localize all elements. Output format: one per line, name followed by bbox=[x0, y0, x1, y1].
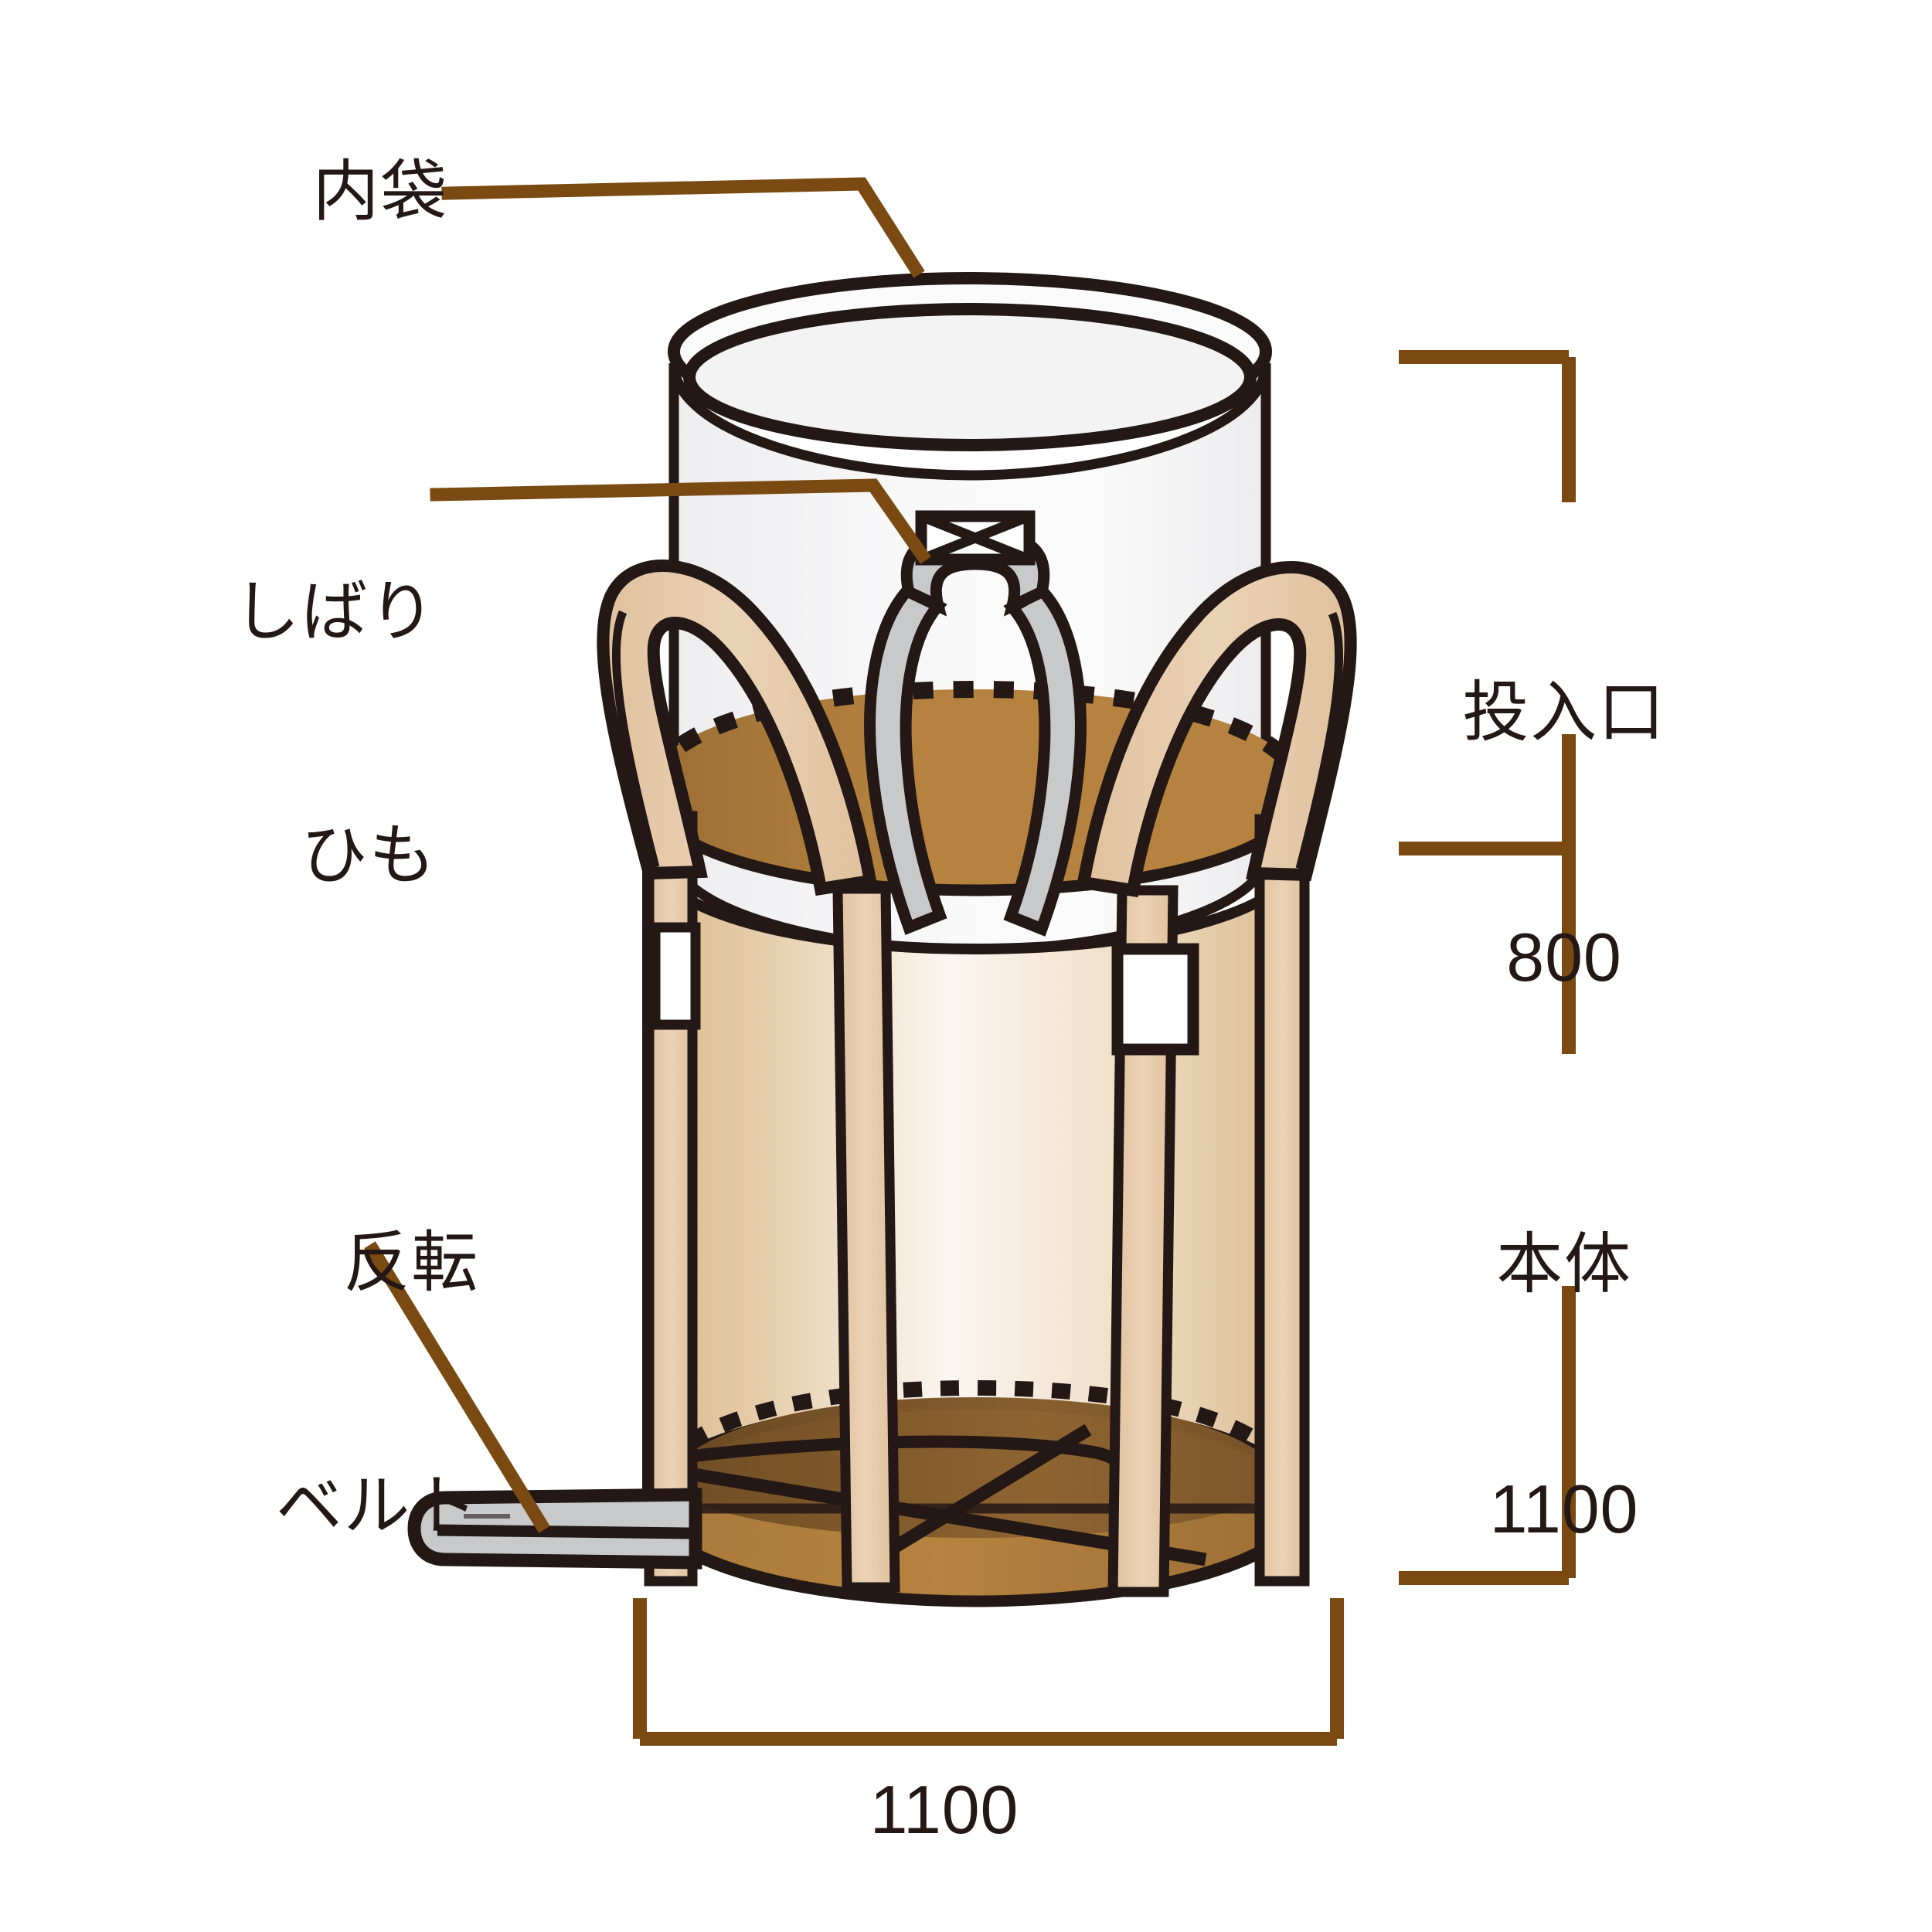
dimension-label-body-name: 本体 bbox=[1496, 1226, 1632, 1301]
tie-string-stitch-x bbox=[919, 511, 1032, 565]
inversion-belt-fold-line bbox=[437, 1524, 690, 1539]
dimension-label-inlet-name: 投入口 bbox=[1462, 675, 1666, 750]
callout-label-tie-string-line2: ひも bbox=[301, 818, 437, 893]
callout-label-inversion-belt-line1: 反転 bbox=[343, 1225, 479, 1300]
leader-inversion-belt bbox=[364, 1241, 550, 1533]
lift-loop-left bbox=[597, 560, 878, 896]
dimension-value-inlet: 800 bbox=[1506, 918, 1622, 995]
callout-label-inversion-belt: 反転 ベルト bbox=[0, 1060, 479, 1709]
body-strap-right-edge bbox=[1254, 814, 1310, 1587]
dimension-brackets bbox=[633, 350, 1576, 1746]
callout-label-inner-bag: 内袋 bbox=[312, 155, 448, 229]
body-strap-left bbox=[832, 883, 900, 1593]
dimension-label-inlet-height: 投入口 800 bbox=[1425, 510, 1703, 1161]
mouth-stitch-dashes bbox=[646, 680, 1304, 779]
lifting-loops-group bbox=[597, 560, 1357, 898]
tie-string-group bbox=[864, 510, 1087, 937]
liner-rim-inner bbox=[683, 303, 1257, 451]
callout-label-tie-string-line1: しばり bbox=[233, 574, 437, 649]
callout-label-inversion-belt-line2: ベルト bbox=[275, 1468, 479, 1543]
leader-tie-string bbox=[430, 478, 931, 564]
dimension-value-body: 1100 bbox=[1489, 1470, 1639, 1547]
lift-loop-left-inner-edge bbox=[611, 610, 660, 869]
leader-inner-bag bbox=[441, 177, 925, 278]
bracket-bottom-width bbox=[633, 1598, 1344, 1746]
lift-loop-right-inner-edge bbox=[1295, 611, 1344, 870]
callout-leaders bbox=[364, 177, 931, 1533]
lift-loop-right bbox=[1076, 561, 1357, 898]
callout-label-tie-string: しばり ひも bbox=[0, 410, 437, 1058]
dimension-label-body-height: 本体 1100 bbox=[1425, 1062, 1703, 1713]
bag-body-group bbox=[641, 680, 1309, 1607]
label-patches-group bbox=[650, 922, 1199, 1056]
body-strap-right bbox=[1107, 885, 1179, 1597]
id-patch-left bbox=[650, 922, 701, 1030]
dim-text-mask-body bbox=[1439, 1054, 1694, 1286]
id-patch-right bbox=[1111, 943, 1199, 1056]
tie-string-right-tail bbox=[1003, 583, 1087, 937]
body-straps-group bbox=[644, 811, 1310, 1597]
inversion-belt-group bbox=[407, 1488, 702, 1570]
dim-text-mask-inlet bbox=[1439, 502, 1694, 734]
dimension-value-bottom-width: 1100 bbox=[869, 1771, 1019, 1848]
tie-string-left-tail bbox=[864, 581, 947, 935]
